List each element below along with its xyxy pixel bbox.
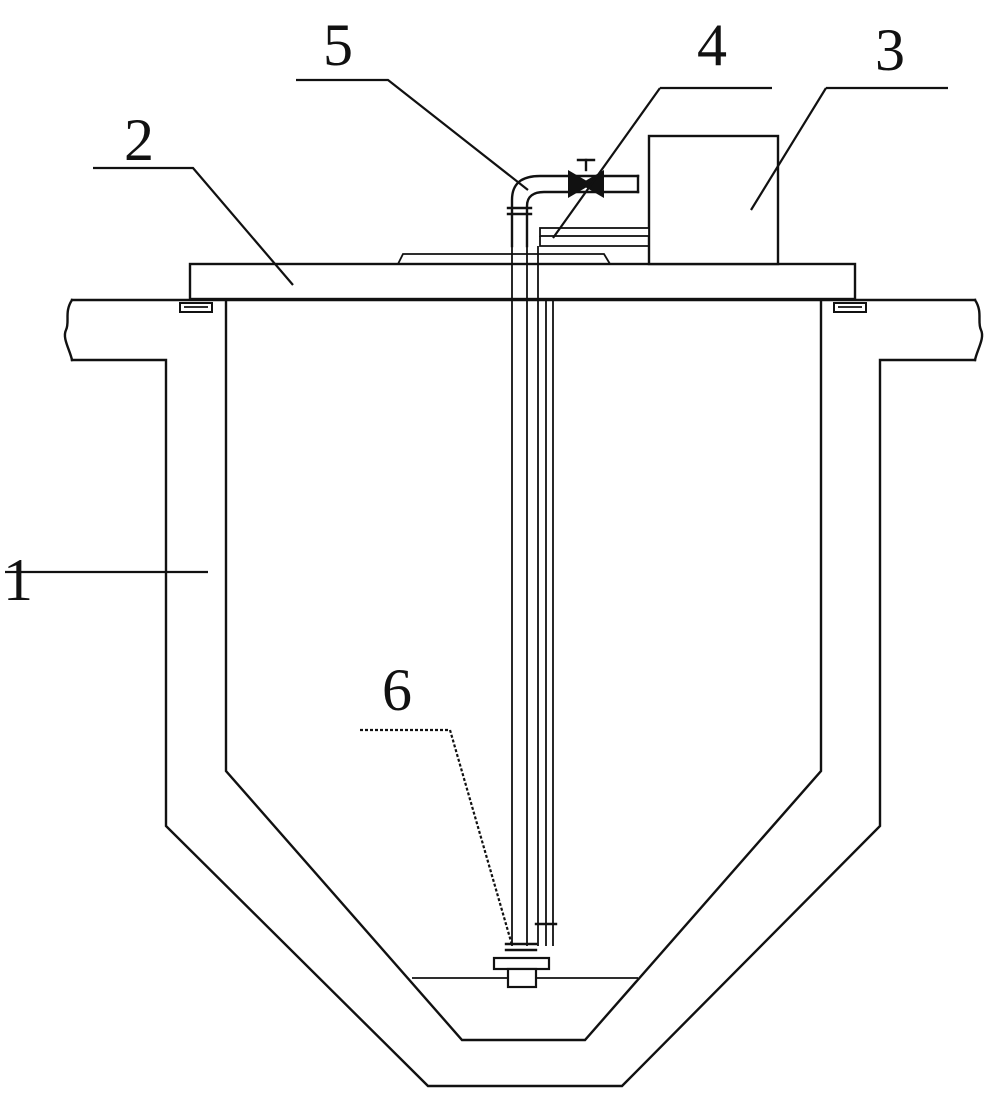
agitator-head [492, 942, 551, 989]
rim-seals [179, 302, 867, 313]
label-1: 1 [3, 547, 33, 613]
feed-pipe [506, 174, 640, 248]
label-3: 3 [875, 17, 905, 83]
label-4: 4 [697, 12, 727, 78]
label-6: 6 [382, 657, 412, 723]
part-labels: 1 2 3 4 5 6 [3, 12, 905, 723]
label-5: 5 [323, 12, 353, 78]
leader-lines [5, 78, 948, 946]
tank-inner-wall [224, 298, 823, 1042]
cover-plate [188, 253, 857, 301]
motor-box [539, 134, 780, 266]
stirring-shaft [511, 210, 558, 946]
label-2: 2 [124, 107, 154, 173]
